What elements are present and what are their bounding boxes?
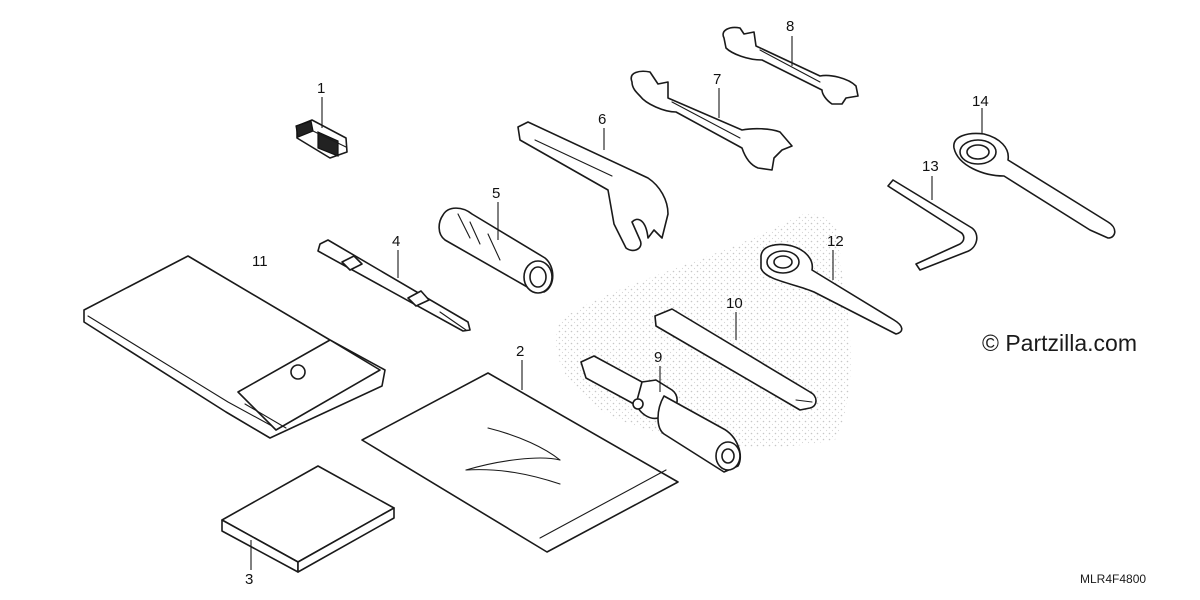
callout-8: 8 [786,18,794,35]
partzilla-watermark: © Partzilla.com [982,330,1137,356]
callout-11: 11 [252,253,268,270]
part-6-spanner [517,121,669,252]
part-1-clip [295,119,348,159]
callout-2: 2 [516,343,524,360]
part-2-bag [361,372,679,553]
part-11-tool-pouch [83,255,386,439]
callout-4: 4 [392,233,400,250]
callout-1: 1 [317,80,325,97]
part-10-flat-bar [654,308,817,411]
callout-labels: 1 2 3 4 5 6 7 8 9 10 11 12 13 14 [245,18,989,588]
part-14-ring-wrench [953,132,1116,239]
part-13-hex-key [887,179,978,271]
callout-10: 10 [726,295,743,312]
part-8-wrench [722,26,859,105]
callout-3: 3 [245,571,253,588]
part-5-screwdriver-handle [438,207,554,294]
callout-6: 6 [598,111,606,128]
callout-7: 7 [713,71,721,88]
diagram-code: MLR4F4800 [1080,572,1147,586]
leader-lines [250,36,983,570]
part-7-wrench [630,70,793,171]
part-4-screwdriver-bit [317,239,471,332]
callout-12: 12 [827,233,844,250]
part-12-ring-wrench [760,243,903,335]
part-9-socket-wrench [580,355,742,473]
part-3-booklet [221,465,395,573]
callout-5: 5 [492,185,500,202]
callout-14: 14 [972,93,989,110]
callout-9: 9 [654,349,662,366]
callout-13: 13 [922,158,939,175]
